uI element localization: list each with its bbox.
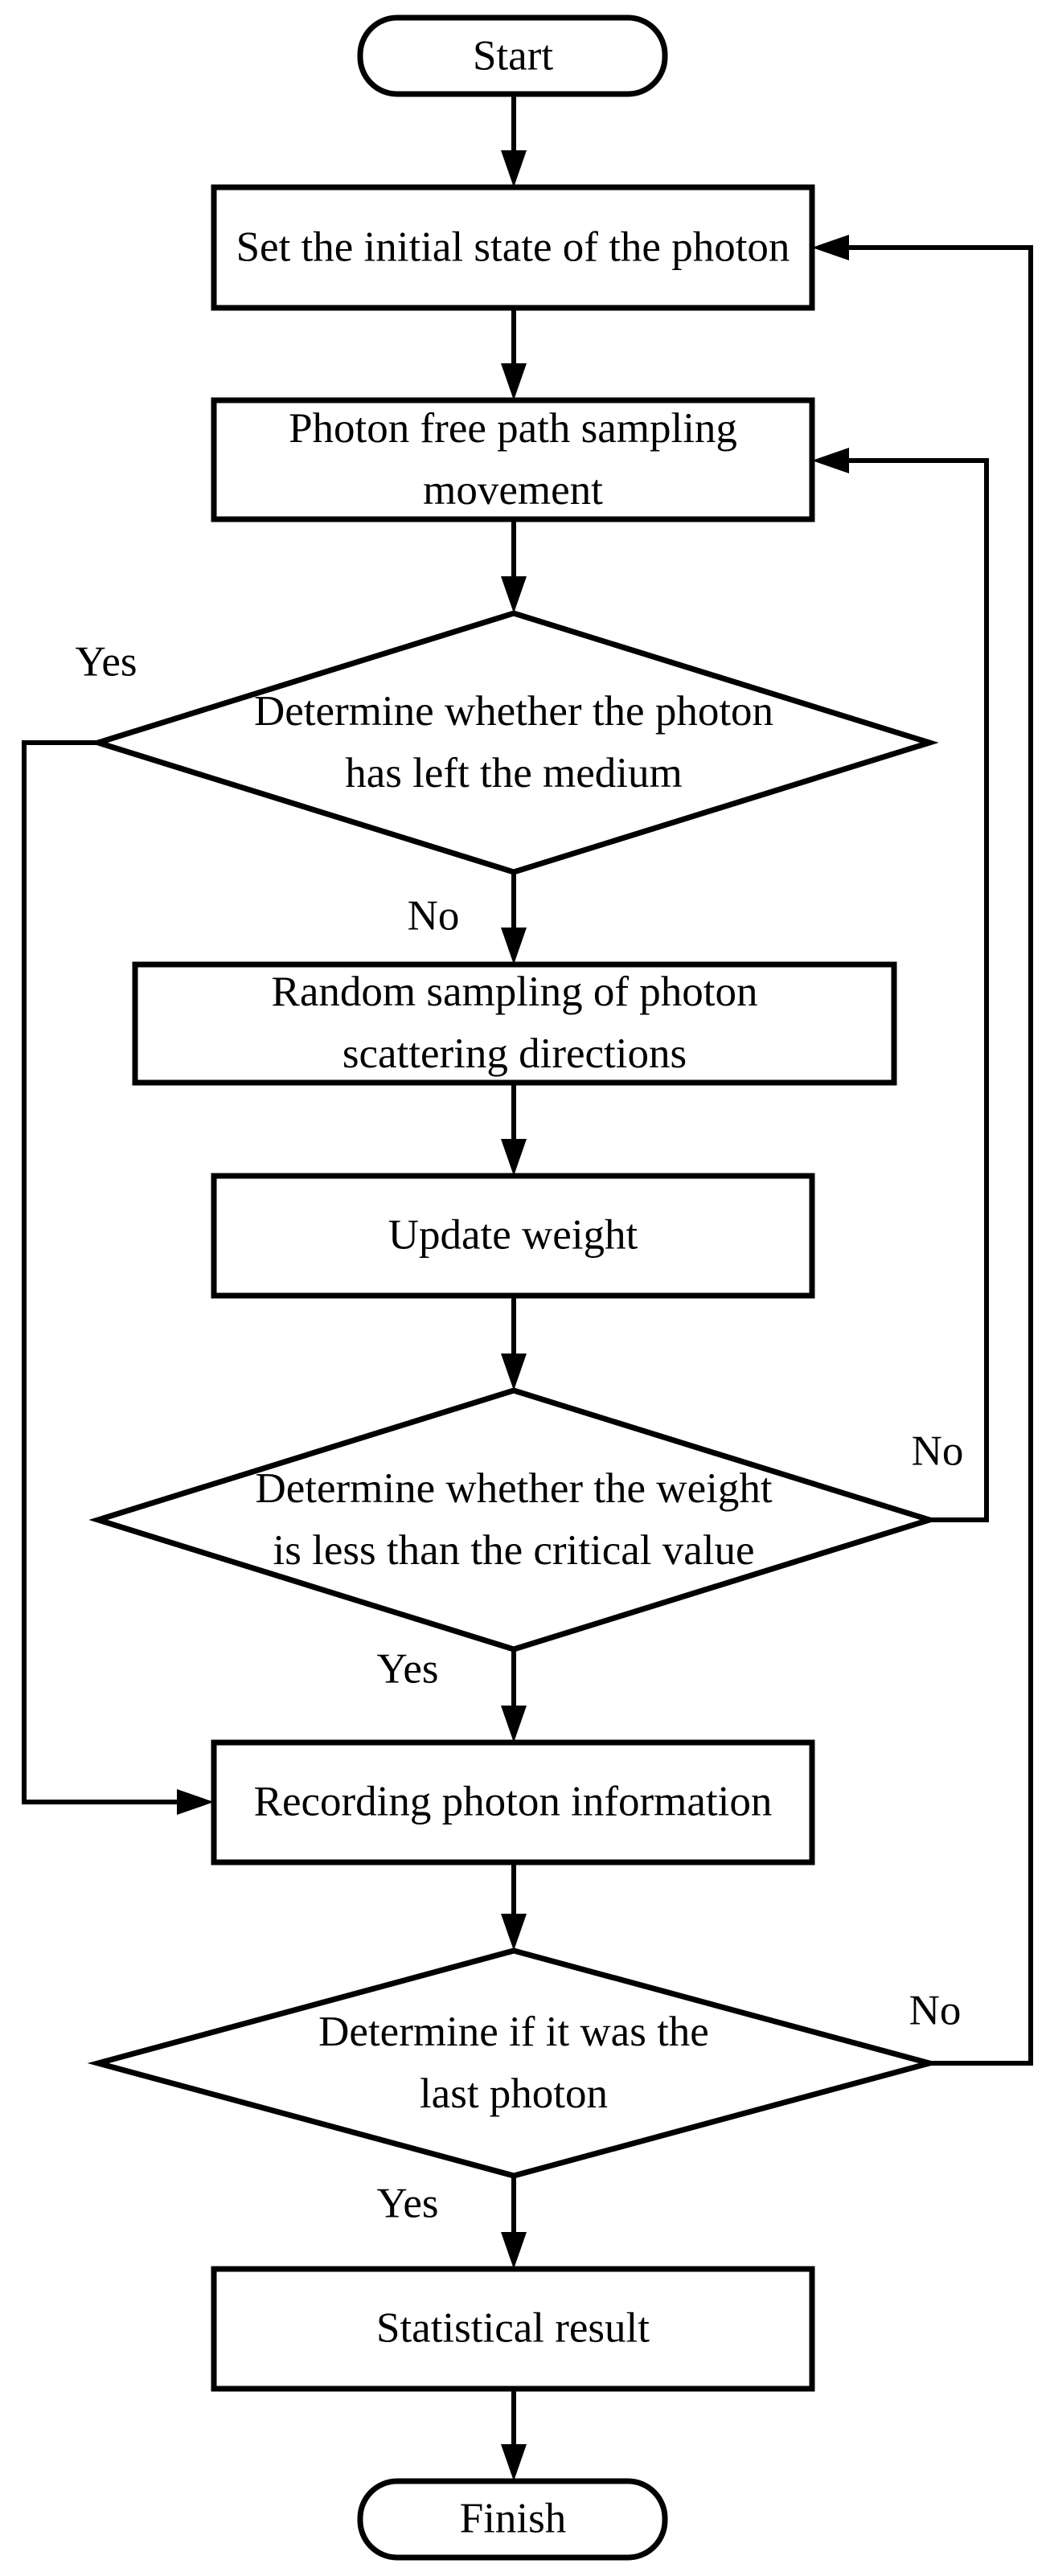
arrowhead-into-set-initial [501,150,527,187]
finish-label: Finish [459,2495,567,2542]
arrowhead-into-free-path [501,363,527,400]
process-shape-free-path [211,397,815,522]
connector-lines [22,90,1033,2447]
decision-shape-left-medium [88,610,939,875]
edge-label-weight-critical-yes: Yes [376,1645,439,1693]
node-shapes [87,14,941,2561]
terminator-shape-finish [357,2478,668,2561]
random-scatter-label: Random sampling of photon scattering dir… [271,969,758,1077]
process-shape-set-initial [211,184,815,311]
arrowhead-right-loop-into-free-path [812,448,849,473]
free-path-label: Photon free path sampling movement [289,405,737,514]
decision-shape-weight-critical [88,1387,939,1652]
arrowhead-into-update-weight [501,1139,527,1176]
arrowhead-into-recording [501,1706,527,1743]
process-shape-recording [211,1739,815,1865]
edge-left-medium-yes-loop-to-recording [22,740,181,1804]
edge-label-last-photon-yes: Yes [376,2180,439,2227]
arrowhead-into-random-scatter [501,928,527,964]
weight-critical-label: Determine whether the weight is less tha… [255,1465,773,1574]
arrowhead-left-loop-into-recording [177,1789,214,1815]
arrowhead-into-weight-critical [501,1354,527,1390]
terminator-shape-start [357,14,668,97]
decision-shape-last-photon [87,1947,941,2179]
arrowhead-into-last-photon [501,1914,527,1951]
arrowhead-into-left-medium [501,576,527,613]
edge-label-left-medium-yes: Yes [75,638,137,686]
left-medium-label: Determine whether the photon has left th… [253,688,774,797]
update-weight-label: Update weight [388,1211,638,1259]
edge-label-last-photon-no: No [909,1987,962,2034]
recording-label: Recording photon information [253,1778,773,1825]
set-initial-label: Set the initial state of the photon [236,223,790,271]
arrowhead-into-finish [501,2444,527,2481]
edge-weight-critical-no-loop-to-free-path [845,458,989,1522]
edge-label-weight-critical-no: No [911,1427,964,1475]
arrowhead-right-loop-into-set-initial [812,235,849,260]
last-photon-label: Determine if it was the last photon [318,2009,709,2117]
edge-last-photon-no-loop-to-set-initial [845,245,1033,2066]
arrowhead-into-statistical [501,2232,527,2269]
process-shape-update-weight [211,1173,815,1299]
arrowheads [177,150,849,2481]
edge-label-left-medium-no: No [407,892,460,940]
process-shape-statistical [211,2266,815,2392]
start-label: Start [472,32,554,80]
process-shape-random-scatter [132,961,897,1086]
statistical-label: Statistical result [375,2304,650,2352]
